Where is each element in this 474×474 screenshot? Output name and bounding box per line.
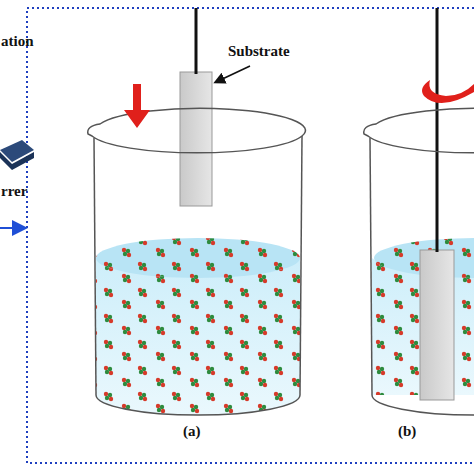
part-label: Substrate [228,44,290,59]
cut-label: rrer [1,184,27,199]
cut-label: ation [1,34,34,49]
panel-label: (a) [183,424,201,439]
panel-label: (b) [398,424,416,439]
